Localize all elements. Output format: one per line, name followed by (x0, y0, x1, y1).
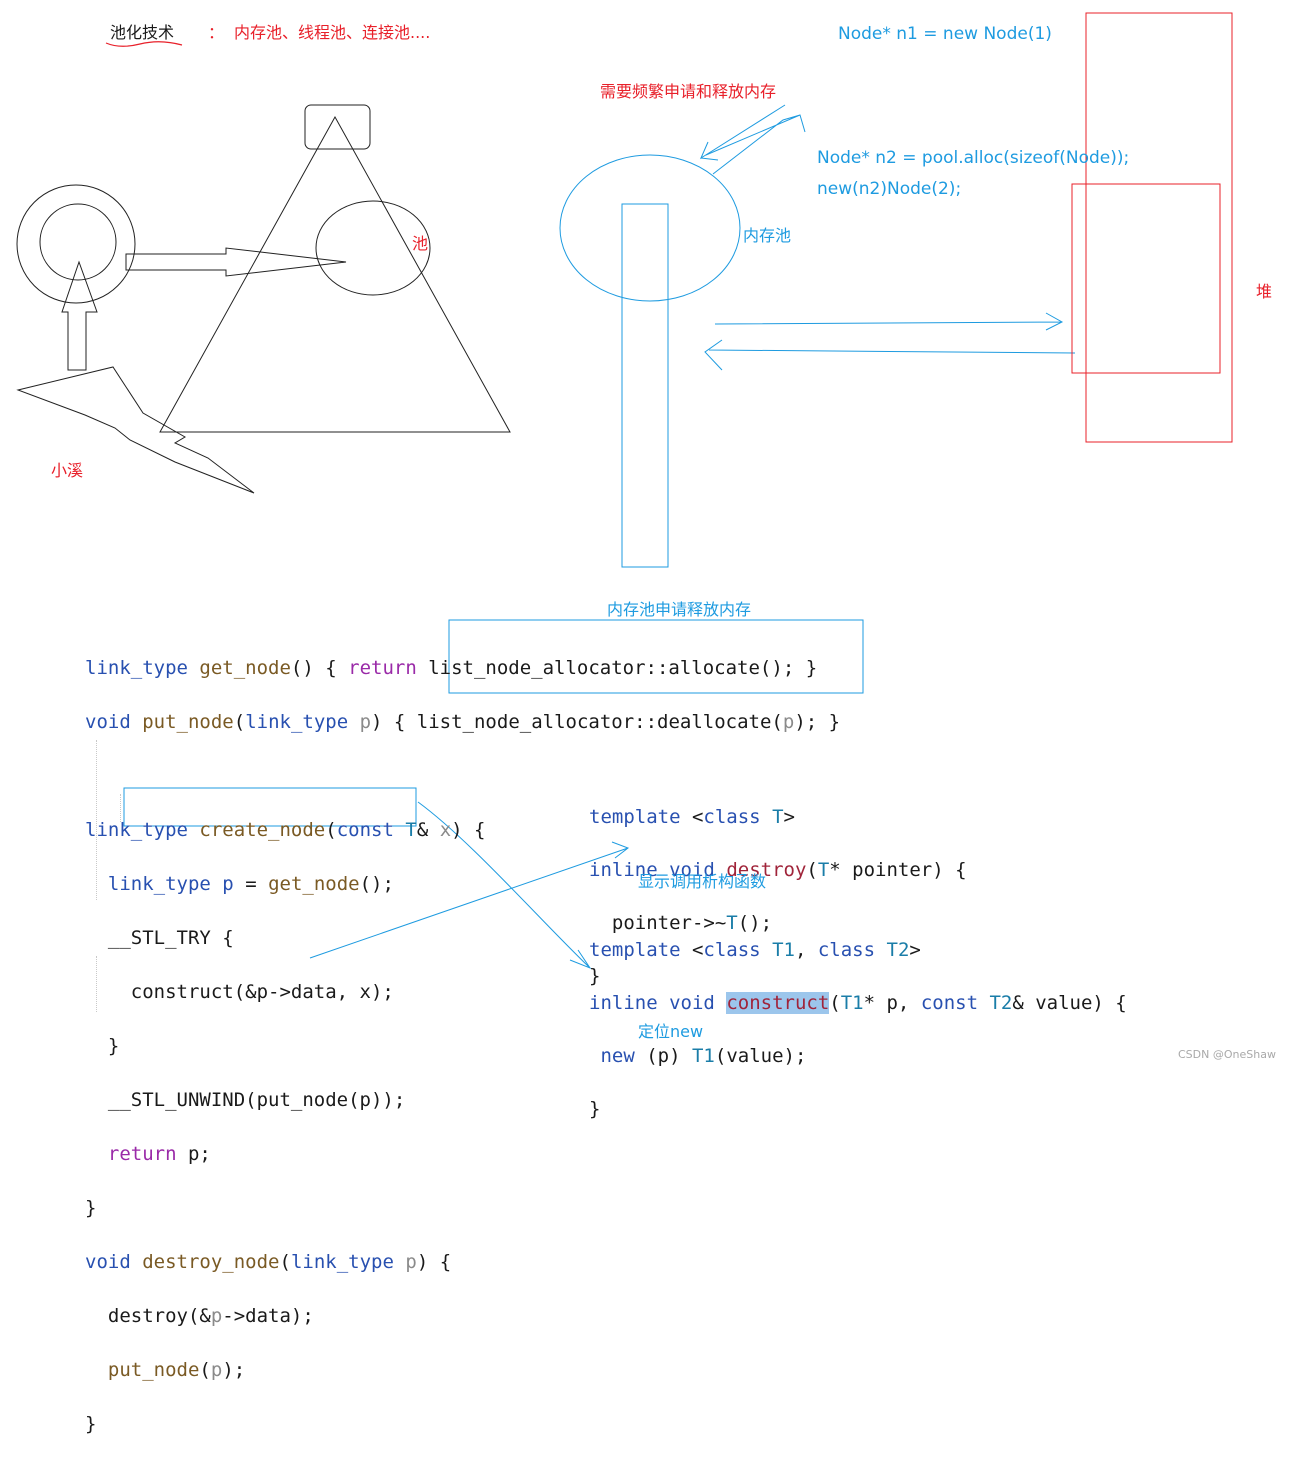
code-line: construct(&p->data, x); (85, 981, 394, 1003)
destructor-note: 显示调用析构函数 (638, 872, 767, 891)
code-block-destroy: template <class T> inline void destroy(T… (589, 777, 967, 1016)
code-line: } (85, 1035, 120, 1057)
up-arrow (61, 260, 98, 371)
code-line: inline void construct(T1* p, const T2& v… (589, 991, 1127, 1014)
memory-pool-label: 内存池 (743, 226, 792, 245)
release-arrow-down (699, 104, 786, 161)
code-block-construct: template <class T1, class T2> inline voi… (589, 910, 1127, 1149)
triangle-apex-box (304, 104, 371, 150)
inner-circle (39, 203, 117, 281)
code-line: __STL_TRY { (85, 927, 234, 949)
pool-label: 池 (412, 234, 429, 253)
code-line: new (p) T1(value); (600, 1044, 807, 1067)
indent-guide (96, 740, 97, 900)
code-line: inline void destroy(T* pointer) { (589, 858, 967, 881)
code-line: destroy(&p->data); (85, 1305, 314, 1327)
hand-drawn-diagram (16, 12, 1233, 970)
code-line: link_type p = get_node(); (107, 873, 394, 895)
from-heap-arrow (704, 339, 1076, 371)
title-subtitle: 内存池、线程池、连接池.... (234, 23, 431, 42)
code-line: template <class T> (589, 805, 795, 828)
code-n2-line1: Node* n2 = pool.alloc(sizeof(Node)); (817, 148, 1130, 168)
title-underline (105, 41, 183, 47)
watermark: CSDN @OneShaw (1178, 1048, 1276, 1061)
code-n1: Node* n1 = new Node(1) (838, 24, 1052, 44)
highlighted-construct: construct (726, 991, 830, 1014)
code-line: put_node(p); (107, 1359, 246, 1381)
code-line: void put_node(link_type p) { list_node_a… (85, 711, 841, 733)
heap-outer-rect (1085, 12, 1233, 443)
right-arrow (125, 247, 347, 277)
code-line: template <class T1, class T2> (589, 938, 921, 961)
memory-pool-bar (621, 203, 669, 568)
construct-link-arrow (417, 801, 592, 970)
title-colon: ： (208, 23, 225, 42)
code-line: } (589, 1097, 601, 1120)
placement-new-note: 定位new (638, 1022, 704, 1041)
memory-pool-note: 内存池申请释放内存 (607, 600, 752, 619)
heap-inner-rect (1071, 183, 1221, 374)
stream-label: 小溪 (51, 461, 84, 480)
request-arrow-up (705, 114, 806, 175)
page-title: 池化技术 (110, 23, 175, 42)
code-highlight-box-top (448, 619, 864, 694)
indent-guide (120, 794, 121, 822)
code-line: pointer->~T(); (589, 911, 773, 934)
heap-label: 堆 (1256, 282, 1273, 301)
lightning-bolt (16, 366, 255, 494)
pool-ellipse (315, 200, 431, 296)
code-line: void destroy_node(link_type p) { (85, 1251, 452, 1273)
memory-pool-ellipse (559, 154, 741, 302)
code-line: link_type get_node() { return list_node_… (85, 657, 818, 679)
frequent-alloc-note: 需要频繁申请和释放内存 (600, 82, 777, 101)
code-n2-line2: new(n2)Node(2); (817, 179, 962, 199)
code-line: } (85, 1197, 97, 1219)
indent-guide (96, 956, 97, 1012)
code-line: } (85, 1413, 97, 1435)
to-heap-arrow (714, 312, 1064, 331)
code-highlight-box-construct (123, 787, 417, 827)
destroy-link-arrow (309, 841, 630, 959)
triangle (159, 115, 511, 433)
outer-circle (16, 184, 136, 304)
code-line: link_type create_node(const T& x) { (85, 819, 486, 841)
code-line: } (589, 964, 601, 987)
